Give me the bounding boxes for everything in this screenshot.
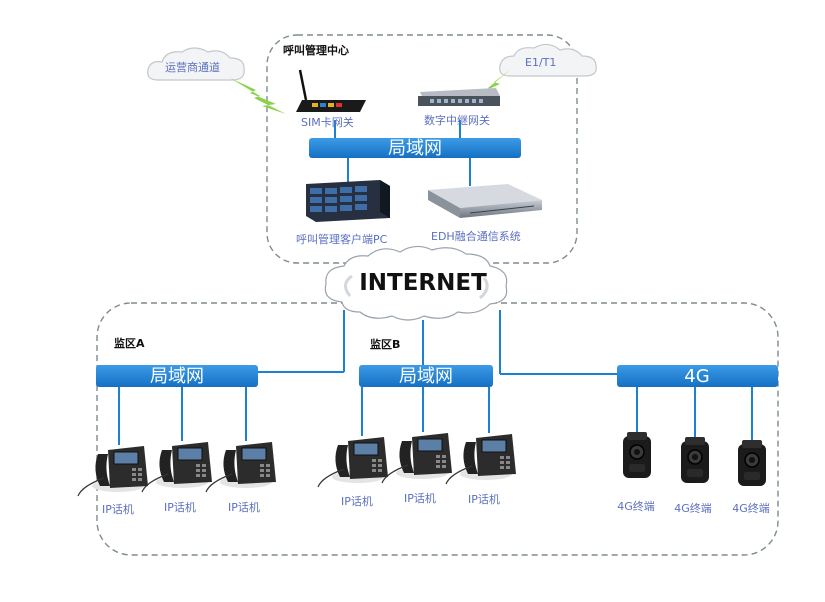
internet-label: INTERNET — [359, 270, 487, 296]
phone-label: IP话机 — [341, 494, 373, 508]
zone-a-lan-bar — [96, 365, 258, 387]
mobile-4g-label: 4G — [684, 366, 709, 387]
center-lan-label: 局域网 — [388, 138, 442, 159]
ip-phone-icon — [205, 441, 277, 493]
e1-cloud-icon — [499, 43, 597, 77]
e1-cloud-label: E1/T1 — [525, 56, 556, 69]
connection-lines — [118, 120, 753, 445]
gateway-icon — [418, 88, 500, 106]
client-pc-icon — [306, 180, 390, 222]
ip-phone-icon — [445, 433, 517, 485]
4g-terminal-icon — [680, 436, 710, 484]
ip-phone-icon — [381, 432, 453, 484]
lightning-icon — [230, 78, 286, 114]
internet-cloud-icon — [324, 245, 508, 321]
4g-terminal-icon — [737, 439, 767, 487]
call-center-region — [266, 34, 578, 264]
phone-label: IP话机 — [468, 492, 500, 506]
phone-label: IP话机 — [228, 500, 260, 514]
carrier-cloud-icon — [147, 47, 245, 81]
zone-a-title: 监区A — [114, 336, 145, 350]
4g-terminal-icon — [622, 431, 652, 479]
center-lan-bar — [309, 138, 521, 158]
phone-label: IP话机 — [102, 502, 134, 516]
edh-system-label: EDH融合通信系统 — [431, 229, 521, 243]
carrier-cloud-label: 运营商通道 — [165, 60, 220, 74]
server-icon — [428, 184, 542, 218]
zone-a-lan-label: 局域网 — [150, 366, 204, 387]
digital-gateway-label: 数字中继网关 — [424, 113, 490, 127]
mobile-4g-bar — [617, 365, 778, 387]
phone-label: IP话机 — [164, 500, 196, 514]
ip-phone-icon — [317, 436, 389, 488]
4g-terminal-label: 4G终端 — [732, 501, 770, 515]
4g-terminal-label: 4G终端 — [617, 499, 655, 513]
sim-gateway-label: SIM卡网关 — [301, 115, 354, 129]
zone-b-title: 监区B — [370, 337, 400, 351]
ip-phone-icon — [77, 445, 149, 497]
zone-b-lan-label: 局域网 — [399, 366, 453, 387]
ip-phone-icon — [141, 441, 213, 493]
client-pc-label: 呼叫管理客户端PC — [296, 232, 388, 246]
phone-label: IP话机 — [404, 491, 436, 505]
zone-b-lan-bar — [359, 365, 493, 387]
4g-terminal-label: 4G终端 — [674, 501, 712, 515]
lightning-icon — [466, 70, 510, 104]
router-icon — [296, 69, 366, 112]
center-title: 呼叫管理中心 — [283, 43, 349, 57]
site-region — [96, 302, 779, 556]
